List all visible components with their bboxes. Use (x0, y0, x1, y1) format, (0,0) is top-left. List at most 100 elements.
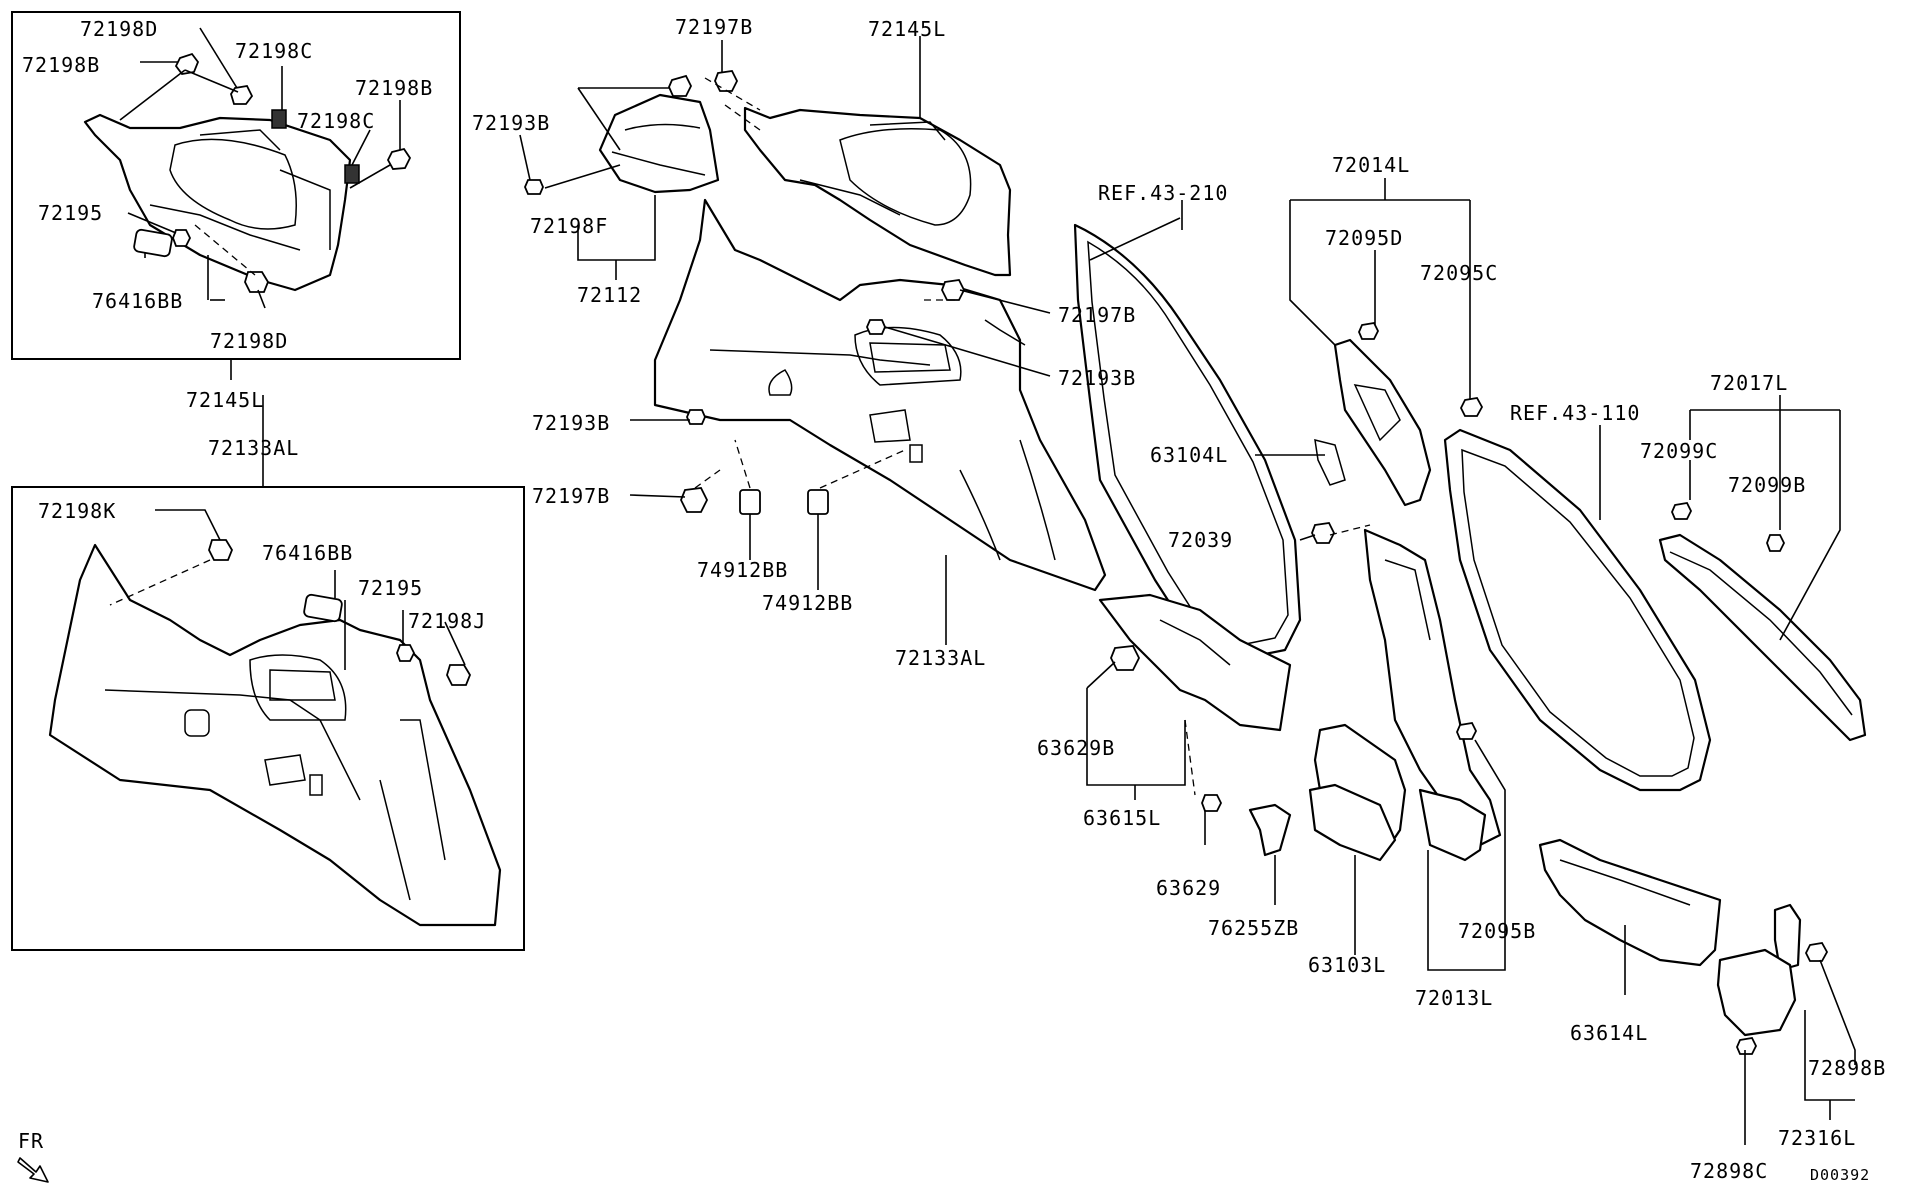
label-63629: 63629 (1156, 876, 1221, 900)
clip-72198D-b (244, 271, 270, 293)
label-63104L: 63104L (1150, 443, 1228, 467)
clip-72198C-a (271, 109, 287, 129)
label-72112: 72112 (577, 283, 642, 307)
clip-72195-b (396, 644, 416, 662)
label-72198B-a: 72198B (22, 53, 100, 77)
label-72099B: 72099B (1728, 473, 1806, 497)
clip-72099C (1671, 502, 1693, 520)
diagram-code: D00392 (1810, 1166, 1870, 1184)
label-72145L-top: 72145L (868, 17, 946, 41)
label-63103L: 63103L (1308, 953, 1386, 977)
label-72133AL-main: 72133AL (895, 646, 986, 670)
roof-trim-72017L (1658, 533, 1867, 742)
clip-72198D-a (230, 85, 254, 105)
label-72197B-b: 72197B (1058, 303, 1136, 327)
step-panel-63614L (1538, 838, 1722, 967)
screw-72193B-c (686, 409, 706, 425)
clip-72198K (208, 539, 234, 561)
label-72095D: 72095D (1325, 226, 1403, 250)
label-72198J: 72198J (408, 609, 486, 633)
label-76255ZB: 76255ZB (1208, 916, 1299, 940)
bracket-72316L (1773, 903, 1802, 972)
label-72198C-b: 72198C (297, 109, 375, 133)
weatherstrip-front-door (1443, 428, 1712, 792)
label-63615L: 63615L (1083, 806, 1161, 830)
screw-72193B-a (524, 179, 544, 195)
part-labels: 72198D 72198B 72198C 72198B 72198C 72195… (17, 15, 1886, 1184)
scuff-plate-63615L (1098, 593, 1292, 732)
label-63629B: 63629B (1037, 736, 1115, 760)
label-72316L: 72316L (1778, 1126, 1856, 1150)
clip-72197B-mid (941, 279, 966, 301)
cover-74912BB-a (739, 489, 761, 515)
label-72193B-a: 72193B (472, 111, 550, 135)
label-ref-43-210: REF.43-210 (1098, 181, 1228, 205)
clip-72898B (1804, 942, 1829, 962)
label-72197B-a: 72197B (675, 15, 753, 39)
label-72133AL-box: 72133AL (208, 436, 299, 460)
clip-72198F (668, 74, 693, 97)
upper-trim-panel-large (743, 106, 1012, 277)
cover-76416BB-b (303, 593, 343, 623)
direction-arrow-icon (17, 1157, 49, 1183)
clip-72195-a (172, 229, 192, 247)
label-63614L: 63614L (1570, 1021, 1648, 1045)
pillar-trim-72013L (1363, 528, 1502, 847)
clip-72197B-low (680, 487, 709, 513)
label-72198C-a: 72198C (235, 39, 313, 63)
clip-72095B (1456, 722, 1478, 740)
label-74912BB-b: 74912BB (762, 591, 853, 615)
clip-72898C (1736, 1037, 1758, 1055)
plug-76255ZB (1248, 803, 1292, 857)
clip-72198B-a (174, 52, 200, 75)
label-76416BB-a: 76416BB (92, 289, 183, 313)
clip-72198J (446, 664, 472, 686)
screw-72193B-b (866, 319, 886, 335)
label-72193B-b: 72193B (1058, 366, 1136, 390)
label-72198D-b: 72198D (210, 329, 288, 353)
label-ref-43-110: REF.43-110 (1510, 401, 1640, 425)
trim-72095B-panel (1418, 788, 1487, 862)
lower-quarter-trim-panel (48, 543, 502, 927)
clip-72095D (1358, 322, 1380, 340)
label-72014L: 72014L (1332, 153, 1410, 177)
label-72197B-c: 72197B (532, 484, 610, 508)
label-72195-a: 72195 (38, 201, 103, 225)
clip-72095C (1459, 397, 1484, 417)
label-76416BB-b: 76416BB (262, 541, 353, 565)
label-72195-b: 72195 (358, 576, 423, 600)
label-72095C: 72095C (1420, 261, 1498, 285)
clip-72198B-b (386, 147, 412, 170)
label-72198B-b: 72198B (355, 76, 433, 100)
clip-72198C-b (344, 164, 360, 184)
cover-72112 (598, 93, 720, 194)
quarter-trim-panel-72133AL (653, 198, 1107, 592)
label-72013L: 72013L (1415, 986, 1493, 1010)
label-72099C: 72099C (1640, 439, 1718, 463)
label-72039: 72039 (1168, 528, 1233, 552)
label-72198K: 72198K (38, 499, 116, 523)
label-74912BB-a: 74912BB (697, 558, 788, 582)
label-72095B: 72095B (1458, 919, 1536, 943)
upper-trim-panel-small (83, 113, 352, 292)
inset-box-lower (11, 395, 525, 951)
inset-box-upper (11, 11, 461, 380)
label-72193B-c: 72193B (532, 411, 610, 435)
cover-76416BB-a (133, 228, 173, 258)
label-72145L-box: 72145L (186, 388, 264, 412)
clip-63629 (1201, 794, 1223, 812)
central-assembly (519, 36, 1867, 1145)
label-72898C: 72898C (1690, 1159, 1768, 1183)
label-72017L: 72017L (1710, 371, 1788, 395)
cover-74912BB-b (807, 489, 829, 515)
pillar-trim-72014L (1333, 338, 1432, 507)
label-72898B: 72898B (1808, 1056, 1886, 1080)
label-72198D-a: 72198D (80, 17, 158, 41)
clip-72099B (1766, 534, 1786, 552)
clip-63629B (1110, 645, 1141, 671)
clip-72197B-top (714, 70, 739, 92)
clip-72039 (1311, 522, 1336, 544)
label-72198F: 72198F (530, 214, 608, 238)
direction-label: FR (18, 1129, 44, 1153)
